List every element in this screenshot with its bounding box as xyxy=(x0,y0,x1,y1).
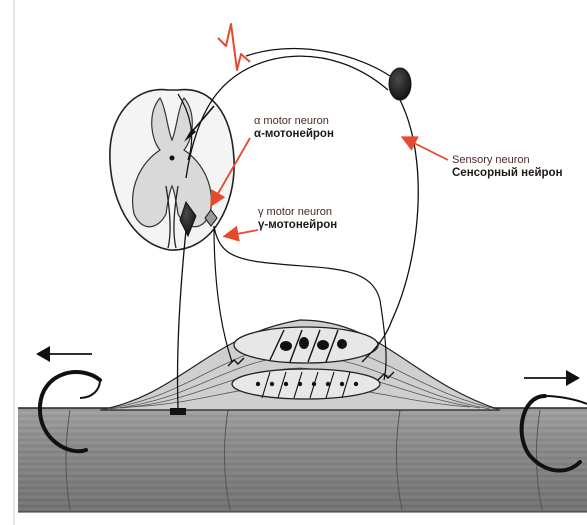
gamma-label-en: γ motor neuron xyxy=(258,207,337,219)
sensory-pointer-arrow xyxy=(404,138,448,160)
gamma-pointer-arrow xyxy=(226,230,258,236)
gamma-label-ru: γ-мотонейрон xyxy=(258,219,337,231)
left-arrow-icon xyxy=(36,346,92,362)
gamma-motor-neuron-label: γ motor neuron γ-мотонейрон xyxy=(258,207,337,231)
sensory-label-en: Sensory neuron xyxy=(452,155,563,167)
alpha-label-en: α motor neuron xyxy=(254,116,334,128)
alpha-motor-neuron-label: α motor neuron α-мотонейрон xyxy=(254,116,334,140)
central-canal xyxy=(170,156,175,161)
alpha-endplate xyxy=(170,408,186,415)
sensory-neuron-label: Sensory neuron Сенсорный нейрон xyxy=(452,155,563,179)
muscle-spindle xyxy=(100,320,500,410)
alpha-label-ru: α-мотонейрон xyxy=(254,128,334,140)
sensory-label-ru: Сенсорный нейрон xyxy=(452,167,563,179)
sensory-ganglion-soma xyxy=(389,68,411,100)
right-arrow-icon xyxy=(524,370,580,386)
action-potential-spike-icon xyxy=(218,24,250,70)
sensory-axon xyxy=(362,100,418,362)
spinal-cord-cross-section xyxy=(110,90,234,251)
muscle xyxy=(18,408,587,512)
